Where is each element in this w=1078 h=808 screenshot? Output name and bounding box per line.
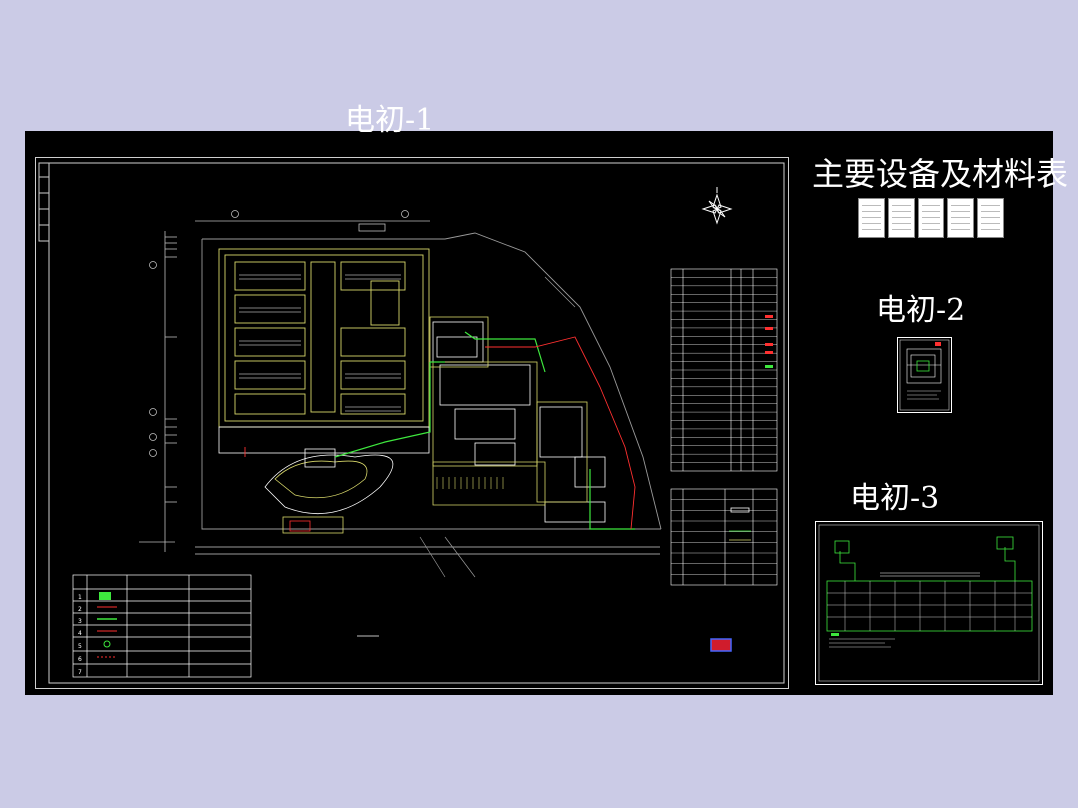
drawing-sheet-elec2[interactable] (897, 337, 952, 413)
panel-schematic (826, 536, 1033, 632)
materials-table-rows (671, 499, 777, 575)
legend-symbols (97, 592, 117, 658)
parking-stripes (436, 477, 504, 489)
legend-row-4: 4 (78, 630, 82, 637)
legend-table (72, 574, 252, 678)
north-arrow-icon (701, 187, 733, 225)
panel-columns (827, 581, 1032, 631)
red-cable-route (244, 336, 636, 530)
drawing-sheet-elec3[interactable] (815, 521, 1043, 685)
left-dimension-line (139, 231, 177, 552)
materials-table (670, 488, 778, 586)
panel-buses (880, 572, 980, 577)
equipment-table-rows (671, 277, 777, 463)
sheet-title-elec2: 电初-2 (876, 293, 966, 328)
equipment-table-thumbnails (858, 198, 1004, 238)
transformer-symbol-icon (99, 592, 111, 600)
main-building (218, 426, 430, 534)
thumbnail-page[interactable] (977, 198, 1004, 238)
legend-numbers: 1 2 3 4 5 6 7 (78, 594, 82, 676)
east-buildings-yellow (429, 316, 588, 506)
panel-notes (829, 638, 895, 648)
drawing-sheet-elec1[interactable]: 1 2 3 4 5 6 7 (35, 157, 789, 689)
sheet-title-elec3: 电初-3 (850, 481, 940, 516)
thumbnail-page[interactable] (917, 198, 945, 238)
sheet-title-elec1: 电初-1 (345, 103, 435, 138)
room-plan-notes (907, 390, 941, 400)
lamp-symbol-icon (103, 640, 111, 648)
main-building-red (289, 520, 311, 532)
side-title-strip (38, 162, 50, 242)
thumbnail-page[interactable] (947, 198, 975, 238)
legend-row-5: 5 (78, 643, 82, 650)
roads (419, 276, 576, 578)
thumbnail-page[interactable] (887, 198, 915, 238)
legend-row-7: 7 (78, 669, 82, 676)
top-dimension-line (195, 210, 430, 232)
room-rows (239, 274, 401, 412)
room-plan (906, 348, 942, 384)
thumbnail-page[interactable] (858, 198, 885, 238)
room-plan-green (916, 360, 930, 372)
equipment-red-marks (765, 315, 773, 354)
legend-row-3: 3 (78, 618, 82, 625)
legend-row-2: 2 (78, 606, 82, 613)
materials-symbols (729, 507, 751, 541)
power-cable-route (334, 331, 635, 530)
dormitory-complex (218, 248, 430, 428)
equipment-green-mark (765, 365, 773, 368)
site-boundary (195, 232, 662, 555)
sheet-outer-border (35, 157, 789, 689)
sheet-inner-border (48, 162, 785, 684)
equipment-table-title: 主要设备及材料表 (812, 155, 1069, 193)
legend-row-1: 1 (78, 594, 82, 601)
legend-row-6: 6 (78, 656, 82, 663)
east-buildings (432, 321, 606, 523)
stamp-icon (710, 638, 732, 652)
